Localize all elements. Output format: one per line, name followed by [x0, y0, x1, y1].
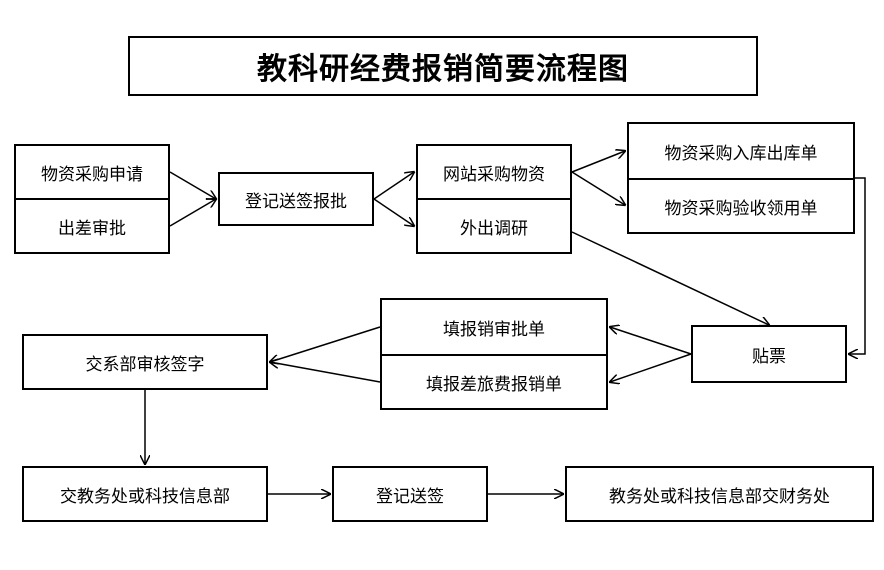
node-purchase-apply: 物资采购申请 — [14, 144, 170, 200]
node-to-office-label: 交教务处或科技信息部 — [60, 486, 230, 507]
arrow-register-to-web — [373, 172, 414, 200]
node-acceptance: 物资采购验收领用单 — [627, 178, 855, 234]
arrow-invoice-to-travel — [610, 353, 692, 382]
node-fill-travel: 填报差旅费报销单 — [380, 354, 608, 410]
arrow-apply-to-register — [169, 171, 216, 199]
node-acceptance-label: 物资采购验收领用单 — [664, 198, 818, 219]
diagram-title: 教科研经费报销简要流程图 — [257, 52, 629, 87]
node-trip-approve: 出差审批 — [14, 198, 170, 254]
arrow-approval-to-review — [270, 326, 381, 362]
node-web-purchase-label: 网站采购物资 — [443, 164, 545, 185]
node-register-send: 登记送签 — [332, 466, 488, 522]
node-outside-research: 外出调研 — [416, 198, 572, 254]
node-register-sign: 登记送签报批 — [218, 172, 374, 226]
node-to-office: 交教务处或科技信息部 — [22, 466, 268, 522]
arrow-web-to-stock — [571, 151, 625, 173]
arrow-travel-to-review — [270, 362, 381, 383]
node-fill-travel-label: 填报差旅费报销单 — [426, 374, 562, 395]
node-register-sign-label: 登记送签报批 — [245, 191, 347, 212]
node-trip-approve-label: 出差审批 — [58, 218, 126, 239]
arrow-web-to-acceptance — [571, 171, 625, 205]
node-outside-research-label: 外出调研 — [460, 218, 528, 239]
node-paste-invoice-label: 贴票 — [752, 346, 786, 367]
node-fill-approval-label: 填报销审批单 — [443, 319, 545, 340]
arrow-trip-to-register — [169, 199, 216, 227]
node-fill-approval: 填报销审批单 — [380, 298, 608, 356]
arrow-register-to-research — [373, 198, 414, 226]
node-purchase-apply-label: 物资采购申请 — [41, 164, 143, 185]
diagram-title-box: 教科研经费报销简要流程图 — [128, 36, 758, 96]
node-stock-in-out-label: 物资采购入库出库单 — [664, 143, 818, 164]
node-dept-review: 交系部审核签字 — [22, 334, 268, 390]
node-paste-invoice: 贴票 — [691, 325, 847, 383]
node-dept-review-label: 交系部审核签字 — [85, 354, 205, 375]
node-to-finance-label: 教务处或科技信息部交财务处 — [609, 486, 830, 507]
node-stock-in-out: 物资采购入库出库单 — [627, 122, 855, 180]
node-register-send-label: 登记送签 — [376, 486, 444, 507]
arrow-acceptance-to-invoice — [849, 177, 866, 354]
arrow-invoice-to-approval — [610, 327, 692, 355]
arrow-research-to-invoice — [571, 231, 769, 325]
node-to-finance: 教务处或科技信息部交财务处 — [565, 466, 874, 522]
